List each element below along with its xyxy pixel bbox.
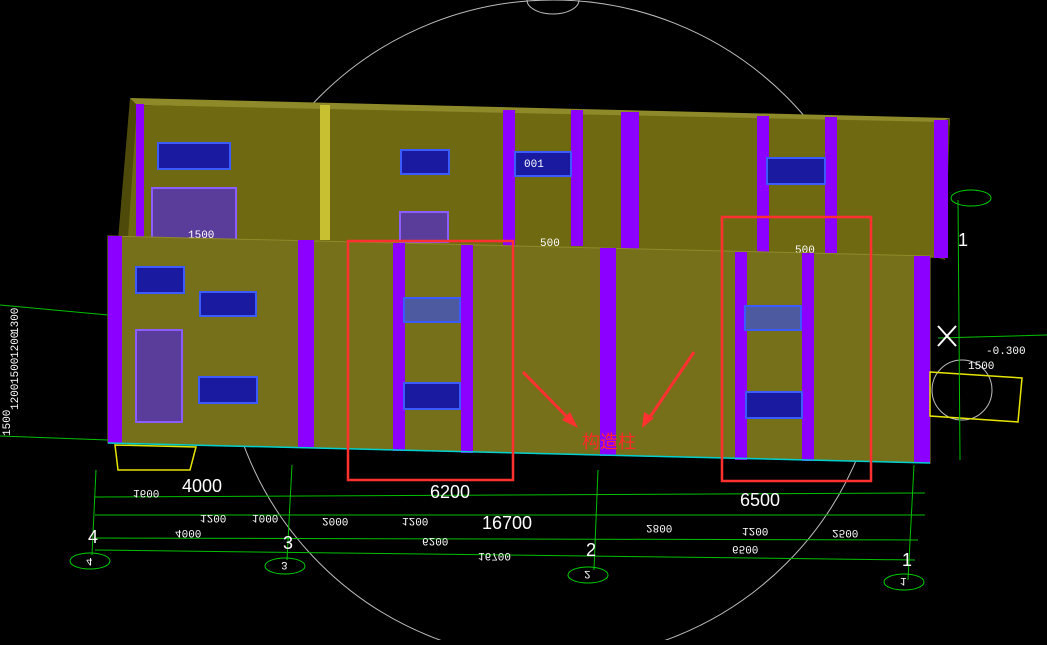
window[interactable]	[514, 151, 572, 177]
sub-dim: 1200	[402, 514, 428, 526]
window[interactable]	[744, 305, 802, 331]
axis-1-top-label: 1	[958, 230, 968, 250]
column[interactable]	[600, 248, 616, 456]
callout-arrow	[521, 370, 574, 424]
column[interactable]	[298, 240, 314, 447]
sub-dim: 1600	[133, 486, 159, 498]
sub-dim: 2000	[322, 514, 348, 526]
axis-3-mirror: 3	[281, 558, 288, 570]
window[interactable]	[399, 211, 449, 243]
structural-column[interactable]	[802, 253, 814, 461]
column[interactable]	[503, 110, 515, 246]
axis-1-top-bubble[interactable]	[950, 189, 992, 207]
sub-dim: 2500	[832, 526, 858, 538]
window[interactable]	[766, 157, 826, 185]
axis-1-label: 1	[902, 550, 912, 570]
axis-1-mirror: 1	[900, 574, 907, 586]
sub-dim: 1000	[252, 511, 278, 523]
column[interactable]	[914, 256, 930, 463]
window-label: 001	[524, 159, 544, 171]
axis-2-bubble[interactable]	[567, 566, 609, 584]
height-dim: 1500	[10, 358, 22, 384]
side-wall-left	[118, 98, 137, 240]
axis-3-label: 3	[283, 533, 293, 553]
highlight-box-right	[720, 215, 873, 483]
window[interactable]	[400, 149, 450, 175]
window[interactable]	[135, 266, 185, 294]
right-dim-line	[957, 199, 961, 461]
axis-2-label: 2	[586, 540, 596, 560]
mirrored-dim: 16700	[478, 549, 511, 561]
dim-line	[94, 537, 919, 541]
height-dim: 1200	[10, 332, 22, 358]
floor-edge	[107, 442, 931, 464]
dim-line	[94, 549, 916, 561]
axis-4-bubble[interactable]	[69, 552, 111, 570]
yellow-slab	[114, 444, 197, 471]
window[interactable]	[745, 391, 803, 419]
column[interactable]	[571, 110, 583, 246]
yellow-slab-right	[929, 371, 1023, 423]
dimension-6200: 6200	[430, 482, 470, 502]
elevation-annotation: -0.300	[986, 346, 1026, 358]
mirrored-dim: 6500	[732, 542, 758, 554]
column[interactable]	[825, 117, 837, 253]
orbit-top-handle[interactable]	[526, 0, 580, 15]
callout-label: 构造柱	[582, 432, 636, 453]
window[interactable]	[198, 376, 258, 404]
height-dim: 1200	[10, 384, 22, 410]
column[interactable]	[108, 236, 122, 443]
axis-4-label: 4	[88, 527, 98, 547]
axis-4-mirror: 4	[86, 554, 93, 566]
axis-line	[91, 469, 97, 556]
window[interactable]	[157, 142, 231, 170]
callout-arrow-head	[642, 412, 654, 428]
window[interactable]	[403, 297, 461, 323]
column[interactable]	[934, 120, 948, 258]
dimension-4000: 4000	[182, 476, 222, 496]
axis-line	[907, 464, 915, 581]
height-dim: 1300	[10, 308, 22, 334]
mirrored-dim: 4000	[175, 526, 201, 538]
axis-line	[286, 464, 293, 561]
column[interactable]	[136, 104, 144, 238]
callout-arrow-head	[562, 412, 578, 428]
sub-dim: 1200	[742, 524, 768, 536]
column[interactable]	[621, 112, 639, 250]
structural-column[interactable]	[393, 243, 405, 451]
axis-2-mirror: 2	[584, 567, 591, 579]
structural-column[interactable]	[461, 245, 473, 453]
left-dim-line	[0, 304, 109, 316]
dimension-6500: 6500	[740, 490, 780, 510]
left-dim-line	[0, 435, 109, 441]
right-dim-line	[937, 334, 1047, 339]
highlight-box-left	[346, 239, 515, 482]
sub-dim: 1200	[200, 511, 226, 523]
sub-dim: 2800	[646, 521, 672, 533]
window[interactable]	[403, 382, 461, 410]
close-icon[interactable]	[937, 325, 957, 347]
window[interactable]	[199, 291, 257, 317]
dimension-total: 16700	[482, 513, 532, 533]
mirrored-dim: 6200	[422, 534, 448, 546]
height-dim: 1500	[2, 410, 14, 436]
axis-line	[593, 469, 599, 571]
dim-line	[94, 492, 926, 498]
right-dim-annotation: 1500	[968, 361, 994, 373]
orbit-right-handle[interactable]	[931, 359, 993, 421]
door[interactable]	[135, 329, 183, 423]
axis-1-bubble[interactable]	[883, 573, 925, 591]
door[interactable]	[151, 187, 237, 241]
callout-arrow	[646, 351, 696, 421]
structural-column[interactable]	[735, 252, 747, 460]
axis-3-bubble[interactable]	[264, 557, 306, 575]
column[interactable]	[320, 105, 330, 240]
